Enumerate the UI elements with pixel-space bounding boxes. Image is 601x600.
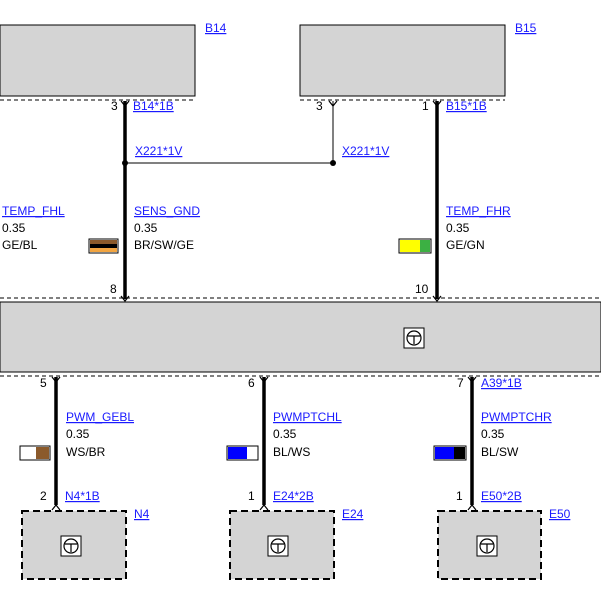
main-pin-10: 10 — [415, 282, 429, 296]
component-b15-link[interactable]: B15 — [515, 21, 537, 35]
main-pin-8-terminal — [120, 295, 130, 302]
component-e50-link[interactable]: E50 — [549, 507, 571, 521]
main-pin-6-terminal — [259, 376, 269, 383]
component-e24-link[interactable]: E24 — [342, 507, 364, 521]
b14-connector-link[interactable]: B14*1B — [133, 99, 174, 113]
component-b14-link[interactable]: B14 — [205, 21, 227, 35]
splice-x221-left — [122, 160, 128, 166]
component-n4-link[interactable]: N4 — [134, 507, 150, 521]
main-pin-5-terminal — [51, 376, 61, 383]
main-pin-8: 8 — [110, 282, 117, 296]
splice-x221-right — [330, 160, 336, 166]
e24-connector-link[interactable]: E24*2B — [273, 489, 314, 503]
main-pin-6: 6 — [248, 376, 255, 390]
component-b14[interactable] — [0, 24, 196, 97]
swatch-bl-sw — [433, 445, 467, 461]
a39-connector-link[interactable]: A39*1B — [481, 376, 522, 390]
e50-pin-number: 1 — [456, 489, 463, 503]
x221-left-link[interactable]: X221*1V — [135, 144, 182, 158]
main-control-module[interactable] — [0, 301, 601, 373]
e24-pin-number: 1 — [248, 489, 255, 503]
control-unit-icon — [476, 535, 498, 557]
main-pin-7: 7 — [457, 376, 464, 390]
color-pwmptchr: BL/SW — [481, 445, 519, 459]
swatch-bl-ws — [226, 445, 259, 461]
signal-pwmptchr[interactable]: PWMPTCHR — [481, 410, 552, 424]
b15-connector-link[interactable]: B15*1B — [446, 99, 487, 113]
x221-right-link[interactable]: X221*1V — [342, 144, 389, 158]
b14-pin-number: 3 — [111, 99, 118, 113]
color-temp-fhr: GE/GN — [446, 238, 485, 252]
main-pin-7-terminal — [467, 376, 477, 383]
color-temp-fhl: GE/BL — [2, 238, 38, 252]
e50-pin-terminal — [467, 504, 477, 511]
e50-connector-link[interactable]: E50*2B — [481, 489, 522, 503]
gauge-temp-fhr: 0.35 — [446, 221, 470, 235]
b14-pin-terminal — [120, 100, 130, 107]
control-unit-icon — [60, 535, 82, 557]
swatch-ge-gn — [398, 238, 432, 254]
control-unit-icon — [403, 327, 425, 349]
signal-pwm-gebl[interactable]: PWM_GEBL — [66, 410, 134, 424]
b15-pin-terminal — [432, 100, 442, 107]
gauge-sens-gnd: 0.35 — [134, 221, 158, 235]
color-pwmptchl: BL/WS — [273, 445, 310, 459]
signal-pwmptchl[interactable]: PWMPTCHL — [273, 410, 342, 424]
gauge-temp-fhl: 0.35 — [2, 221, 26, 235]
gauge-pwmptchr: 0.35 — [481, 427, 505, 441]
n4-pin-terminal — [51, 504, 61, 511]
n4-connector-link[interactable]: N4*1B — [65, 489, 100, 503]
swatch-ws-br — [19, 445, 51, 461]
swatch-br-sw-ge — [88, 238, 119, 254]
signal-sens-gnd[interactable]: SENS_GND — [134, 204, 200, 218]
e24-pin-terminal — [259, 504, 269, 511]
b15-left-pin-number: 3 — [316, 99, 323, 113]
gauge-pwmptchl: 0.35 — [273, 427, 297, 441]
b15-left-pin-terminal — [328, 100, 338, 107]
control-unit-icon — [267, 535, 289, 557]
component-b15[interactable] — [299, 24, 506, 97]
b15-pin-number: 1 — [422, 99, 429, 113]
n4-pin-number: 2 — [40, 489, 47, 503]
main-pin-5: 5 — [40, 376, 47, 390]
signal-temp-fhr[interactable]: TEMP_FHR — [446, 204, 511, 218]
gauge-pwm-gebl: 0.35 — [66, 427, 90, 441]
color-sens-gnd: BR/SW/GE — [134, 238, 194, 252]
main-pin-10-terminal — [432, 295, 442, 302]
signal-temp-fhl[interactable]: TEMP_FHL — [2, 204, 65, 218]
color-pwm-gebl: WS/BR — [66, 445, 106, 459]
